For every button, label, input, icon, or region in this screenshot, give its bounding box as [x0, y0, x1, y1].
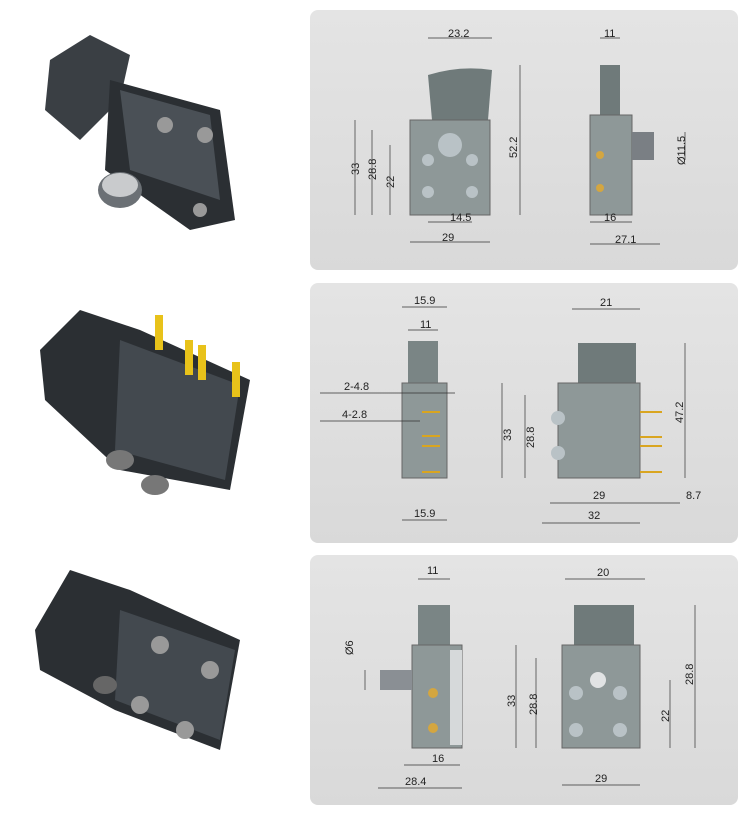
- dim-shaft-diameter: Ø6: [344, 640, 356, 655]
- dim-inner-height: 28.8: [367, 158, 379, 180]
- dim-body-width: 29: [442, 232, 455, 244]
- dim-body-width: 29: [593, 490, 606, 502]
- dim-top-width: 15.9: [414, 295, 436, 307]
- dimension-panel-type-b: 15.9 11 2-4.8 4-2.8 15.9 21 47.2 33 28.8…: [310, 283, 738, 543]
- dim-inner-height: 28.8: [528, 693, 540, 715]
- dim-total-height: 52.2: [508, 136, 520, 158]
- switch-render-type-b: [40, 310, 250, 495]
- drawing-type-c: [364, 578, 696, 789]
- dim-front-trigger-width: 20: [597, 567, 610, 579]
- dim-body-height: 33: [350, 162, 362, 175]
- dim-shaft-diameter: Ø11.5: [676, 135, 688, 165]
- dim-hole-spacing: 14.5: [450, 212, 472, 224]
- drawing-type-a: [354, 37, 686, 245]
- dim-hole-height: 22: [660, 709, 672, 722]
- dim-side-total-width: 27.1: [615, 234, 637, 246]
- dim-total-height: 47.2: [674, 401, 686, 423]
- dim-side-body-width: 16: [604, 212, 617, 224]
- dim-body-depth: 16: [432, 753, 445, 765]
- dim-front-trigger-width: 21: [600, 297, 613, 309]
- dimension-panel-type-a: 23.2 11 52.2 33 28.8 22 14.5 29 Ø11.5 16…: [310, 10, 738, 270]
- dim-terminal-b: 4-2.8: [342, 409, 368, 421]
- dim-trigger-width: 11: [427, 565, 439, 577]
- dim-total-height: 28.8: [684, 663, 696, 685]
- dim-bottom-width: 15.9: [414, 508, 436, 520]
- drawing-type-b: [320, 306, 686, 524]
- dim-terminal-length: 8.7: [686, 490, 702, 502]
- dimension-panel-type-c: 11 Ø6 16 28.4 20 28.8 33 28.8 22 29: [310, 555, 738, 805]
- dim-hole-height: 22: [385, 175, 397, 188]
- dim-body-height: 33: [502, 428, 514, 441]
- dim-inner-height: 28.8: [525, 426, 537, 448]
- dim-trigger-width: 23.2: [448, 28, 470, 40]
- dim-body-height: 33: [506, 694, 518, 707]
- dim-body-width: 29: [595, 773, 608, 785]
- dim-overall-width: 32: [588, 510, 601, 522]
- dim-side-trigger-width: 11: [604, 28, 616, 40]
- dim-trigger-width: 11: [420, 319, 432, 331]
- switch-render-type-a: [45, 35, 235, 230]
- switch-render-type-c: [35, 570, 240, 750]
- dim-overall-depth: 28.4: [405, 776, 427, 788]
- dim-terminal-a: 2-4.8: [344, 381, 370, 393]
